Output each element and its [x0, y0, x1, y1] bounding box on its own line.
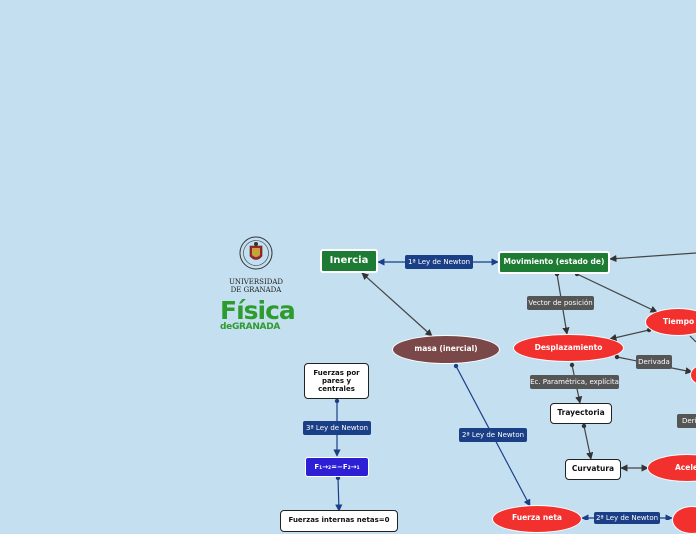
- label-tercera-ley: 3ª Ley de Newton: [303, 421, 371, 435]
- node-trayectoria[interactable]: Trayectoria: [550, 403, 612, 424]
- node-bottom-right-partial[interactable]: [672, 506, 696, 534]
- node-fuerzas-internas[interactable]: Fuerzas internas netas=0: [280, 510, 398, 532]
- node-masa[interactable]: masa (inercial): [392, 335, 500, 364]
- edge-movimiento-tiempo: [576, 273, 658, 313]
- label-primera-ley: 1ª Ley de Newton: [405, 255, 473, 269]
- label-derivada: Derivada: [636, 355, 672, 369]
- edge-feq-internas: [335, 477, 343, 512]
- node-fuerzas-pares[interactable]: Fuerzas por pares y centrales: [304, 363, 369, 399]
- node-f-equation[interactable]: F₁→₂=−F₂→₁: [305, 457, 369, 477]
- node-tiempo[interactable]: Tiempo: [645, 308, 696, 336]
- label-vector-posicion: Vector de posición: [527, 296, 594, 310]
- fisica-sub: deGRANADA: [220, 322, 281, 332]
- edge-inercia-masa: [361, 272, 433, 337]
- node-curvatura[interactable]: Curvatura: [565, 459, 621, 480]
- node-fuerza-neta[interactable]: Fuerza neta: [492, 505, 582, 533]
- university-name-line2: DE GRANADA: [230, 286, 282, 294]
- university-logo: UNIVERSIDAD DE GRANADA: [222, 234, 290, 294]
- edge-right-stub: [689, 335, 696, 343]
- label-segunda-ley-masa: 2ª Ley de Newton: [459, 428, 527, 442]
- edge-tiempo-desplazamiento: [609, 329, 650, 342]
- edge-movimiento-offscreen: [609, 252, 696, 263]
- edge-trayectoria-curvatura: [583, 425, 594, 460]
- university-crest-icon: [239, 236, 273, 270]
- fisica-granada-logo: Física deGRANADA: [218, 296, 296, 334]
- university-name-line1: UNIVERSIDAD: [228, 278, 284, 286]
- label-ec-parametrica: Ec. Paramétrica, explícita: [530, 375, 619, 389]
- node-inercia[interactable]: Inercia: [320, 249, 378, 273]
- label-derivada-cut: Deriv: [677, 414, 696, 428]
- label-segunda-ley-fuerza: 2ª Ley de Newton: [594, 512, 660, 524]
- node-desplazamiento[interactable]: Desplazamiento: [513, 334, 624, 362]
- fisica-word: Física: [220, 296, 296, 325]
- node-movimiento[interactable]: Movimiento (estado de): [498, 251, 610, 274]
